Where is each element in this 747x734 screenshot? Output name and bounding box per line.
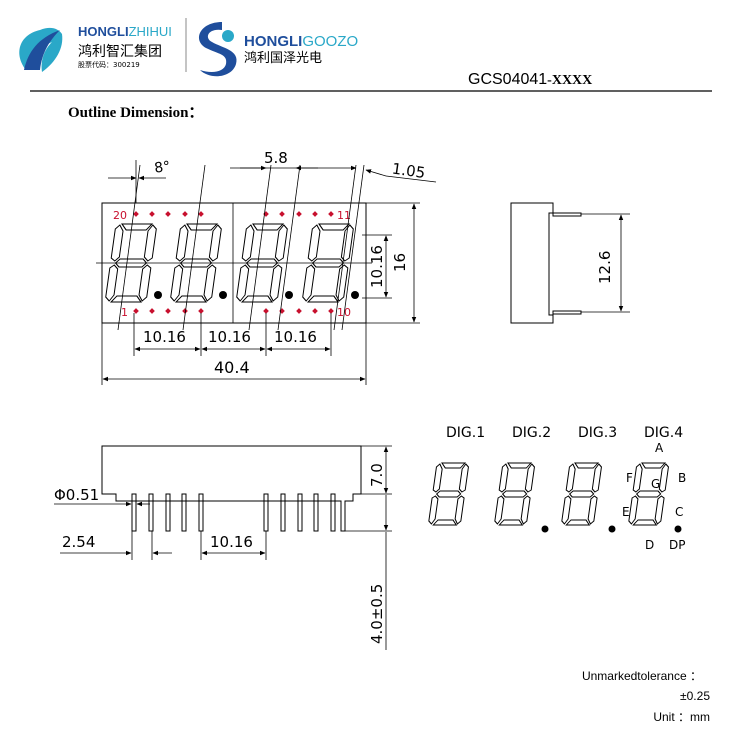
dig4-label: DIG.4 xyxy=(644,425,683,441)
pin-markers-bottom xyxy=(133,308,334,314)
dig3-label: DIG.3 xyxy=(578,425,617,441)
logo1-stock: 股票代码：300219 xyxy=(78,60,140,69)
dim-pitch-1: 10.16 xyxy=(143,328,186,346)
seg-b-label: B xyxy=(678,471,686,485)
dim-pitch-2: 10.16 xyxy=(208,328,251,346)
side-view: 12.6 xyxy=(510,202,630,324)
section-title: Outline Dimension： xyxy=(68,105,203,121)
svg-text:HONGLIZHIHUI: HONGLIZHIHUI xyxy=(78,24,172,39)
dim-16: 16 xyxy=(391,253,409,272)
seg-c-label: C xyxy=(675,505,683,519)
seg-e-label: E xyxy=(622,505,630,519)
logo2-brand-a: HONGLI xyxy=(244,33,302,50)
dig2-label: DIG.2 xyxy=(512,425,551,441)
part-number: GCS04041-XXXX xyxy=(468,71,592,88)
dim-40-4: 40.4 xyxy=(214,358,250,377)
seg-d-label: D xyxy=(645,538,654,552)
logo2-cn: 鸿利国泽光电 xyxy=(244,50,322,66)
dim-7-0: 7.0 xyxy=(368,463,386,487)
pin-label-1: 1 xyxy=(121,306,128,319)
dim-pin-length: 4.0±0.5 xyxy=(368,584,386,644)
logo1-brand-a: HONGLI xyxy=(78,24,129,39)
seg-f-label: F xyxy=(626,471,633,485)
logo1-brand-b: ZHIHUI xyxy=(129,24,172,39)
dig1-label: DIG.1 xyxy=(446,425,485,441)
dim-group-pitch: 10.16 xyxy=(210,533,253,551)
front-view: 20 11 1 10 8° 5.8 1.05 10.16 xyxy=(96,149,437,385)
logo1-cn: 鸿利智汇集团 xyxy=(78,43,162,60)
dim-dia: Φ0.51 xyxy=(54,486,99,504)
logo-hongli-goozo: HONGLIGOOZO 鸿利国泽光电 xyxy=(199,22,358,77)
bottom-view: Φ0.51 7.0 4.0±0.5 2.54 10.16 xyxy=(54,445,392,650)
dim-angle: 8° xyxy=(153,159,171,177)
seg-a-label: A xyxy=(655,441,664,455)
s-mark-icon xyxy=(199,22,237,77)
dim-2-54: 2.54 xyxy=(62,533,95,551)
dim-12-6: 12.6 xyxy=(596,251,614,284)
pins xyxy=(131,493,336,532)
seg-dp-label: DP xyxy=(669,538,685,552)
swirl-icon xyxy=(19,27,63,72)
pin-markers-top xyxy=(133,211,334,217)
digit-legend: DIG.1 DIG.2 DIG.3 DIG.4 A B C D E F G DP xyxy=(427,425,686,552)
seg-g-label: G xyxy=(651,477,660,491)
dim-10-16-v: 10.16 xyxy=(368,245,386,288)
logo2-brand-b: GOOZO xyxy=(302,33,358,50)
pin-label-11: 11 xyxy=(337,209,351,222)
dim-1-05: 1.05 xyxy=(391,160,427,182)
svg-text:HONGLIGOOZO: HONGLIGOOZO xyxy=(244,33,358,50)
dim-5-8: 5.8 xyxy=(264,149,288,167)
tolerance-value: ±0.25 xyxy=(680,689,710,703)
tolerance-label: Unmarkedtolerance ： xyxy=(582,669,702,683)
pin-label-20: 20 xyxy=(113,209,127,222)
unit-label: Unit ：mm xyxy=(653,710,710,724)
dim-pitch-3: 10.16 xyxy=(274,328,317,346)
logo-hongli-zhihui: HONGLIZHIHUI 鸿利智汇集团 股票代码：300219 xyxy=(19,24,172,72)
